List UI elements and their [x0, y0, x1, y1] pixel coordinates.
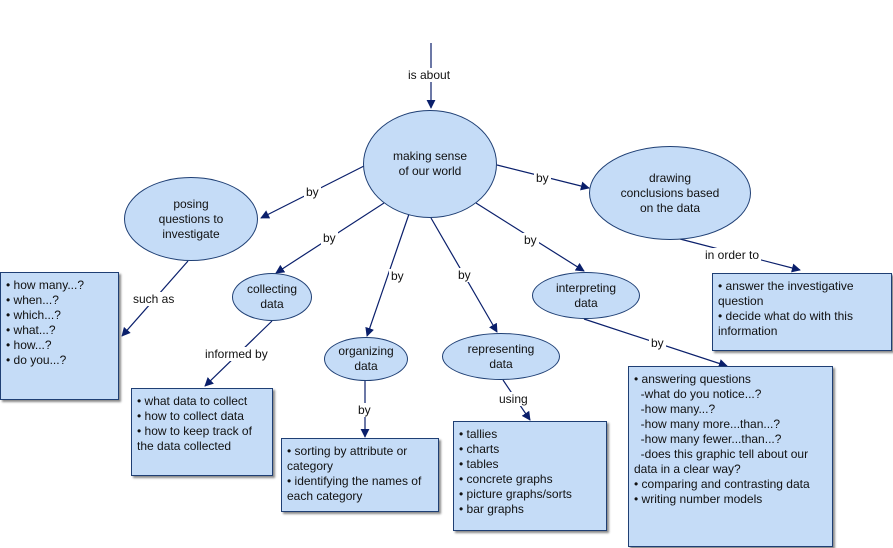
- box-line: • do you...?: [6, 353, 67, 367]
- label-by-collecting: by: [321, 231, 338, 245]
- box-line: • decide what do with this: [718, 309, 853, 323]
- label-such-as: such as: [131, 292, 177, 306]
- label-informed-by: informed by: [203, 347, 270, 361]
- label-by-representing: by: [456, 268, 473, 282]
- box-line: • how many...?: [6, 278, 85, 292]
- node-drawing-conclusions: drawing conclusions based on the data: [589, 146, 751, 240]
- node-posing-questions: posing questions to investigate: [124, 177, 258, 261]
- box-collect-data: • what data to collect • how to collect …: [131, 388, 273, 476]
- box-line: • writing number models: [634, 492, 763, 506]
- box-interpreting-details: • answering questions -what do you notic…: [628, 366, 833, 547]
- box-line: each category: [287, 489, 363, 503]
- box-line: -what do you notice...?: [634, 387, 762, 401]
- box-line: • what data to collect: [137, 394, 248, 408]
- label-by-sorting: by: [356, 403, 373, 417]
- label-by-organizing: by: [389, 269, 406, 283]
- box-line: • charts: [459, 442, 500, 456]
- box-line: • what...?: [6, 323, 56, 337]
- label-by-interpreting: by: [522, 233, 539, 247]
- box-line: • answer the investigative: [718, 279, 854, 293]
- box-line: • tables: [459, 457, 499, 471]
- node-collecting-data: collecting data: [232, 273, 312, 321]
- box-line: • identifying the names of: [287, 474, 422, 488]
- label-is-about: is about: [406, 68, 453, 82]
- box-line: data in a clear way?: [634, 462, 741, 476]
- link-by-organizing: [365, 213, 410, 337]
- box-line: • concrete graphs: [459, 472, 553, 486]
- box-line: -how many...?: [634, 402, 716, 416]
- box-line: • picture graphs/sorts: [459, 487, 572, 501]
- box-line: • answering questions: [634, 372, 751, 386]
- box-line: the data collected: [137, 439, 232, 453]
- node-organizing-data: organizing data: [324, 337, 408, 381]
- box-line: • how to collect data: [137, 409, 244, 423]
- box-line: • how to keep track of: [137, 424, 252, 438]
- box-line: • tallies: [459, 427, 498, 441]
- box-line: • comparing and contrasting data: [634, 477, 810, 491]
- box-sorting: • sorting by attribute or category • ide…: [281, 438, 439, 512]
- box-line: • bar graphs: [459, 502, 524, 516]
- box-conclusions: • answer the investigative question • de…: [712, 273, 892, 351]
- box-line: category: [287, 459, 334, 473]
- box-line: -how many fewer...than...?: [634, 432, 782, 446]
- box-line: • when...?: [6, 293, 59, 307]
- label-by-posing: by: [304, 185, 321, 199]
- box-line: -how many more...than...?: [634, 417, 781, 431]
- box-line: question: [718, 294, 764, 308]
- label-in-order-to: in order to: [703, 248, 762, 262]
- label-using: using: [497, 392, 530, 406]
- node-making-sense: making sense of our world: [363, 110, 497, 218]
- node-interpreting-data: interpreting data: [532, 272, 640, 319]
- box-line: • how...?: [6, 338, 52, 352]
- box-line: information: [718, 324, 778, 338]
- label-by-answering: by: [649, 336, 666, 350]
- box-question-types: • how many...? • when...? • which...? • …: [0, 272, 119, 400]
- box-representation-tools: • tallies • charts • tables • concrete g…: [453, 421, 607, 531]
- box-line: • which...?: [6, 308, 61, 322]
- box-line: -does this graphic tell about our: [634, 447, 809, 461]
- node-representing-data: representing data: [442, 333, 560, 380]
- label-by-drawing: by: [534, 171, 551, 185]
- box-line: • sorting by attribute or: [287, 444, 408, 458]
